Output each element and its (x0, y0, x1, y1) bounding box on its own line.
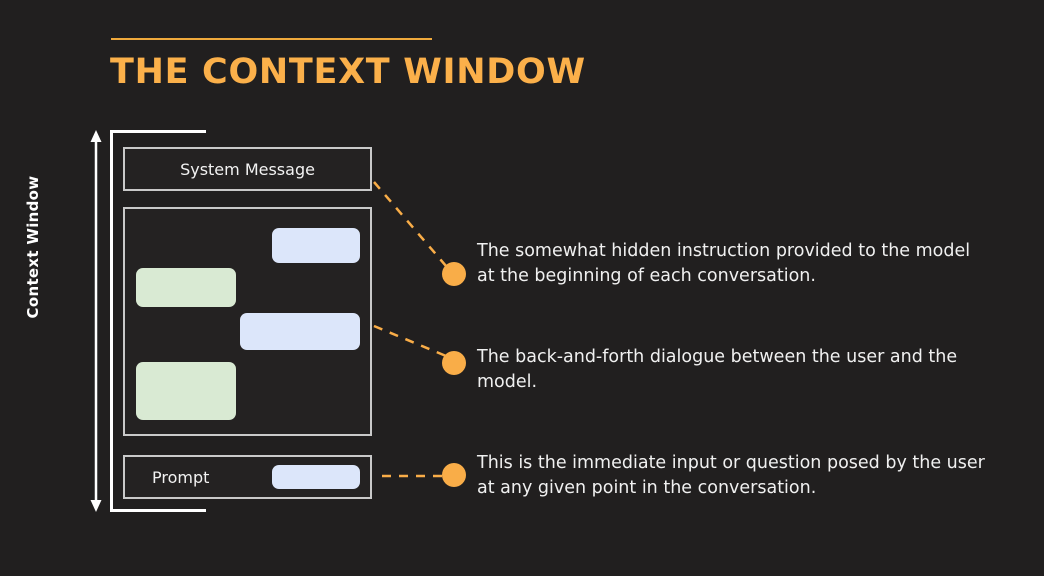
prompt-label: Prompt (152, 468, 210, 487)
conversation-bubble-user (272, 228, 360, 263)
annotation-dot-system-message (442, 262, 466, 286)
prompt-bubble-user (272, 465, 360, 489)
annotation-text-conversation: The back-and-forth dialogue between the … (477, 347, 958, 392)
system-message-box[interactable]: System Message (123, 147, 372, 191)
conversation-bubble-model (136, 268, 236, 307)
conversation-bubble-user (240, 313, 360, 350)
annotation-text-system-message: The somewhat hidden instruction provided… (477, 241, 971, 286)
connector-conversation (373, 324, 447, 358)
page-title: THE CONTEXT WINDOW (110, 52, 586, 92)
annotation-dot-conversation (442, 351, 466, 375)
context-window-label: Context Window (24, 175, 42, 319)
context-window-arrow-icon (90, 130, 102, 512)
connector-system-message (373, 181, 447, 267)
system-message-label: System Message (180, 160, 315, 179)
title-divider-rule (111, 38, 432, 40)
annotation-dot-prompt (442, 463, 466, 487)
conversation-bubble-model (136, 362, 236, 420)
context-window-bracket (110, 130, 206, 512)
annotation-text-prompt: This is the immediate input or question … (477, 453, 985, 498)
